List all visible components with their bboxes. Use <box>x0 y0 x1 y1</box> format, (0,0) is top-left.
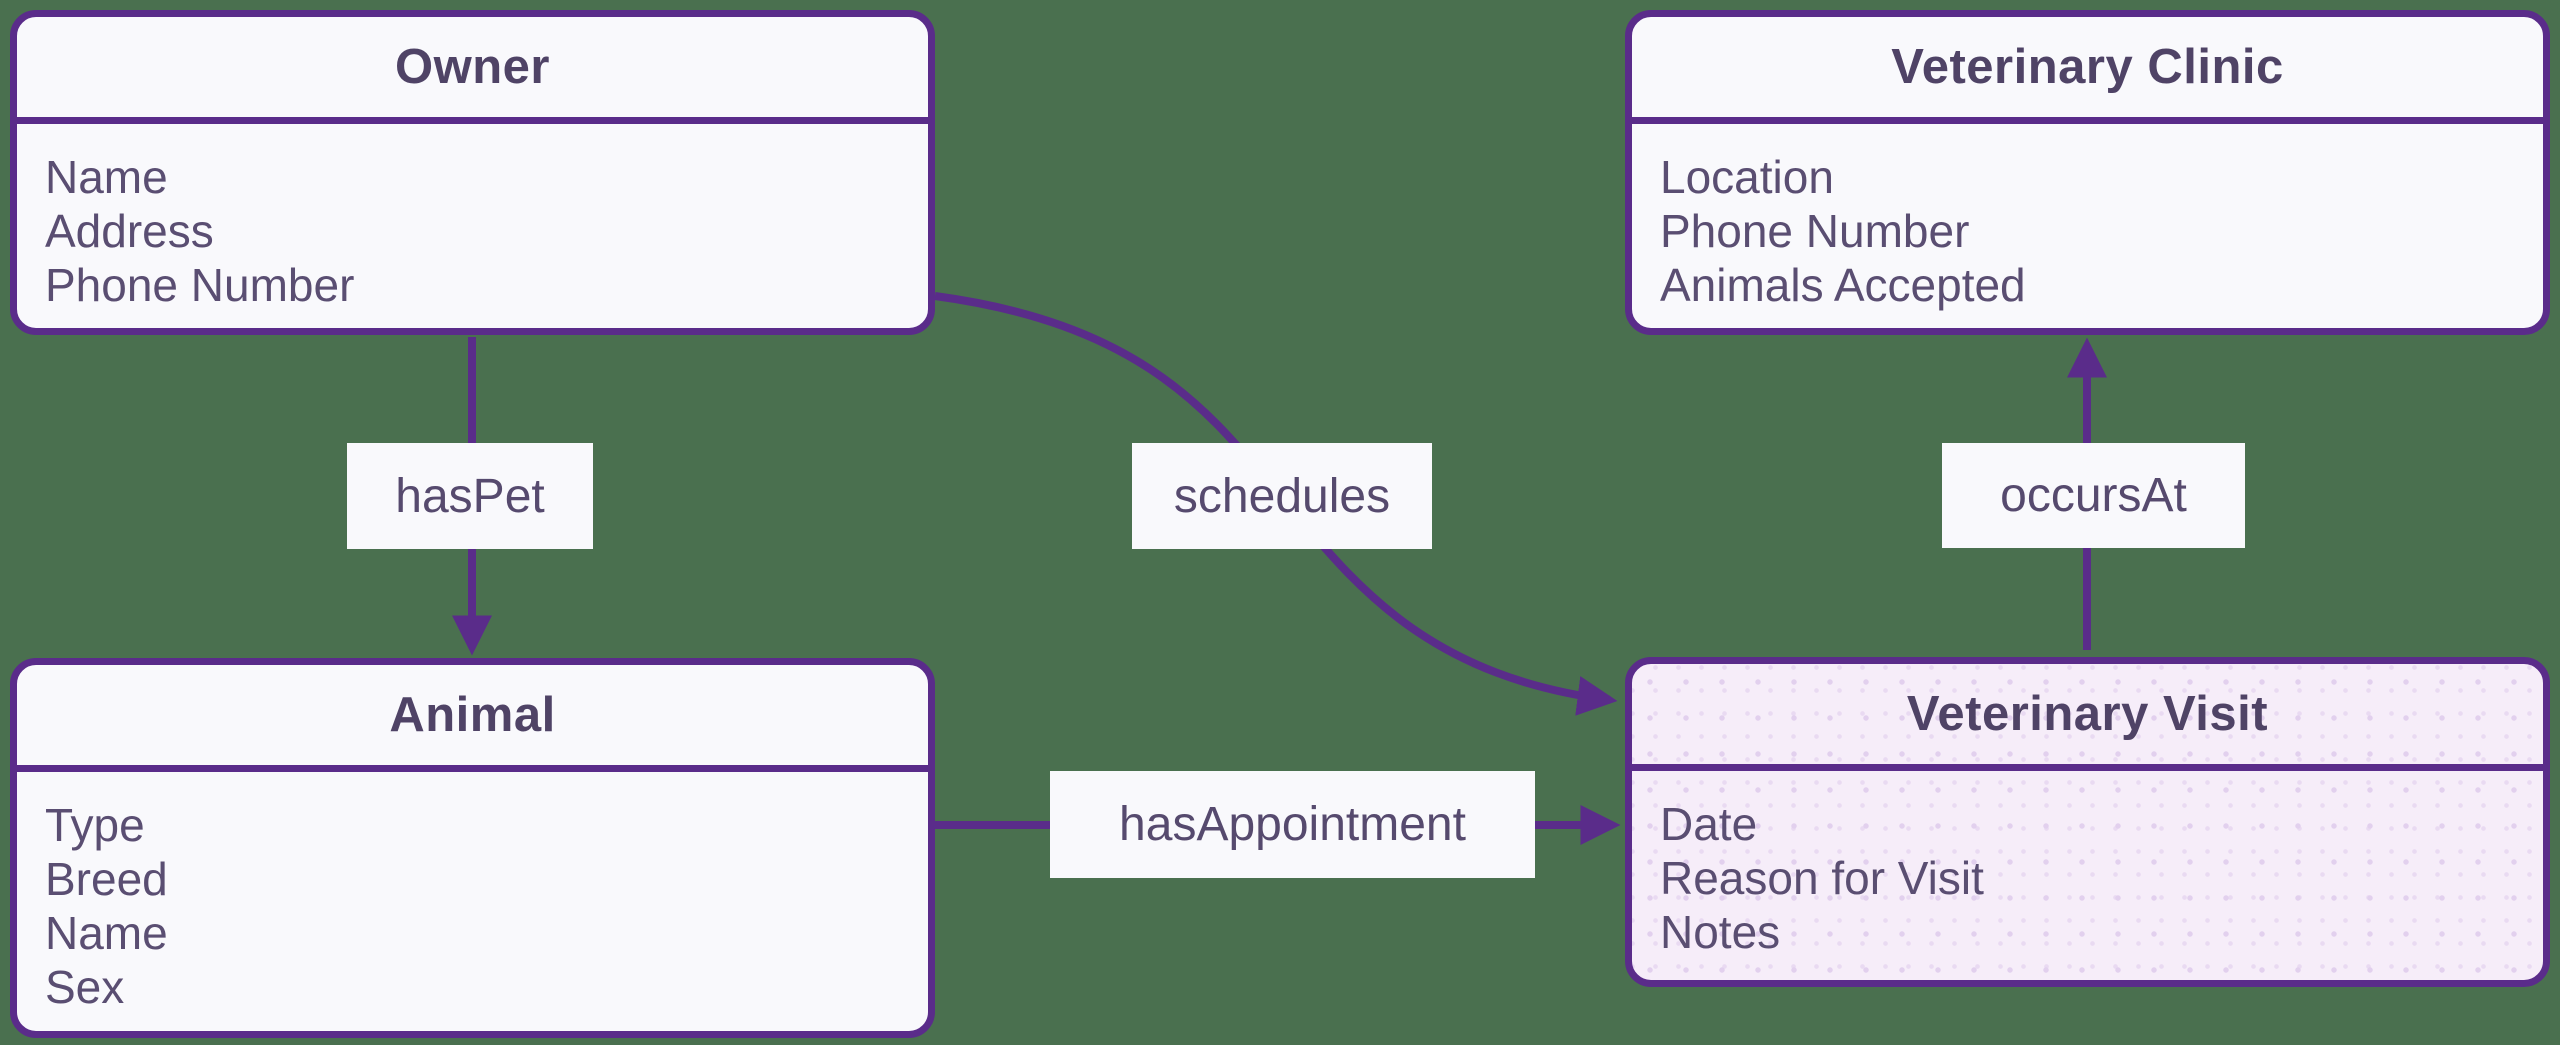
attribute: Phone Number <box>45 259 355 311</box>
entity-animal[interactable]: Animal Type Breed Name Sex <box>10 658 935 1038</box>
entity-veterinary-clinic[interactable]: Veterinary Clinic Location Phone Number … <box>1625 10 2550 335</box>
entity-veterinary-visit-attributes: Date Reason for Visit Notes <box>1632 771 2543 959</box>
entity-owner-attributes: Name Address Phone Number <box>17 124 928 312</box>
entity-veterinary-visit-title: Veterinary Visit <box>1906 687 2269 741</box>
entity-veterinary-visit[interactable]: Veterinary Visit Date Reason for Visit N… <box>1625 657 2550 987</box>
attribute: Address <box>45 205 214 257</box>
attribute: Name <box>45 151 168 203</box>
relationship-label-hasappointment[interactable]: hasAppointment <box>1050 771 1535 878</box>
attribute: Reason for Visit <box>1660 852 1984 904</box>
attribute: Breed <box>45 853 168 905</box>
attribute: Date <box>1660 798 1758 850</box>
entity-animal-title: Animal <box>389 688 556 742</box>
entity-animal-attributes: Type Breed Name Sex <box>17 772 928 1014</box>
entity-veterinary-clinic-title: Veterinary Clinic <box>1891 40 2284 94</box>
attribute: Location <box>1660 151 1834 203</box>
attribute: Name <box>45 907 168 959</box>
entity-owner-header: Owner <box>17 17 928 124</box>
attribute: Animals Accepted <box>1660 259 2026 311</box>
relationship-label-schedules[interactable]: schedules <box>1132 443 1432 549</box>
entity-owner[interactable]: Owner Name Address Phone Number <box>10 10 935 335</box>
attribute: Type <box>45 799 145 851</box>
entity-veterinary-visit-header: Veterinary Visit <box>1632 664 2543 771</box>
entity-veterinary-clinic-attributes: Location Phone Number Animals Accepted <box>1632 124 2543 312</box>
relationship-label-haspet[interactable]: hasPet <box>347 443 593 549</box>
attribute: Phone Number <box>1660 205 1970 257</box>
entity-animal-header: Animal <box>17 665 928 772</box>
entity-owner-title: Owner <box>395 40 550 94</box>
attribute: Notes <box>1660 906 1781 958</box>
entity-veterinary-clinic-header: Veterinary Clinic <box>1632 17 2543 124</box>
relationship-label-occursat[interactable]: occursAt <box>1942 443 2245 548</box>
attribute: Sex <box>45 961 125 1013</box>
